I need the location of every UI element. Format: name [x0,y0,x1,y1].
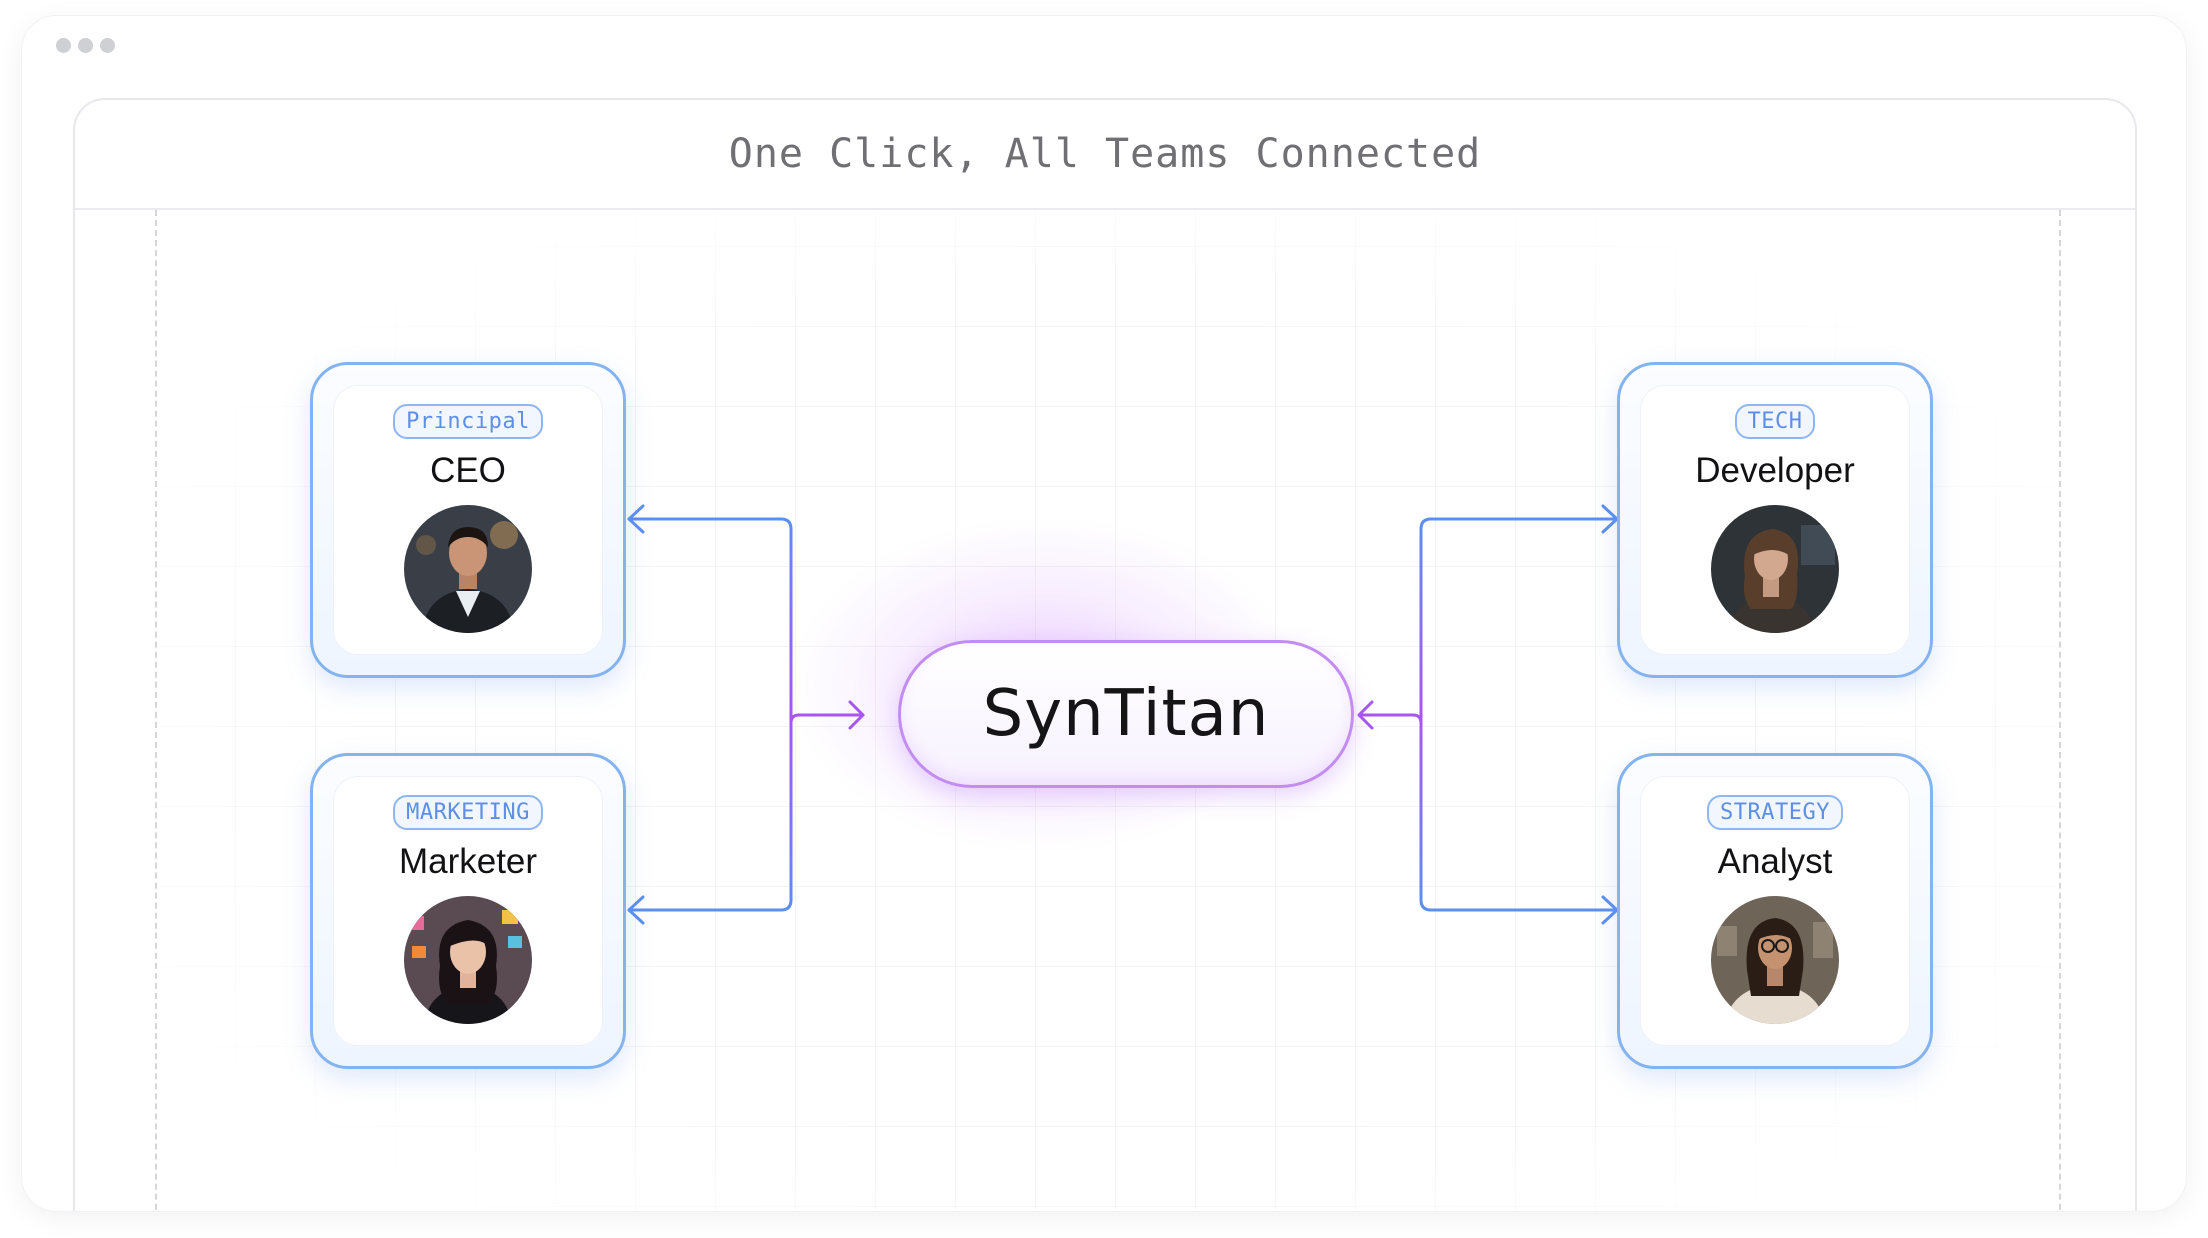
connector-left [627,504,865,925]
card-analyst[interactable]: STRATEGY Analyst [1617,753,1933,1069]
card-ceo[interactable]: Principal CEO [310,362,626,678]
hub-name: SynTitan [982,677,1270,751]
syntitan-hub[interactable]: SynTitan [898,640,1354,788]
badge-marketing: MARKETING [393,795,543,830]
diagram-canvas: SynTitan Principal CEO [75,210,2135,1211]
diagram-header: One Click, All Teams Connected [75,100,2135,210]
card-developer[interactable]: TECH Developer [1617,362,1933,678]
role-developer: Developer [1695,451,1855,490]
connector-right [1357,504,1619,925]
card-marketer[interactable]: MARKETING Marketer [310,753,626,1069]
left-guide-line [155,210,157,1211]
app-window: One Click, All Teams Connected [22,16,2186,1211]
diagram-frame: One Click, All Teams Connected [73,98,2137,1211]
developer-avatar-icon [1711,505,1839,633]
marketer-avatar-icon [404,896,532,1024]
analyst-avatar-icon [1711,896,1839,1024]
badge-strategy: STRATEGY [1707,795,1843,830]
right-guide-line [2059,210,2061,1211]
connectors [627,504,1619,925]
window-dot-1[interactable] [56,38,71,53]
role-marketer: Marketer [398,842,538,881]
page-title: One Click, All Teams Connected [728,131,1482,177]
role-ceo: CEO [430,451,506,490]
window-dot-2[interactable] [78,38,93,53]
badge-tech: TECH [1734,404,1816,439]
ceo-avatar-icon [404,505,532,633]
badge-principal: Principal [393,404,543,439]
window-controls[interactable] [56,38,115,53]
window-dot-3[interactable] [100,38,115,53]
role-analyst: Analyst [1717,842,1833,881]
